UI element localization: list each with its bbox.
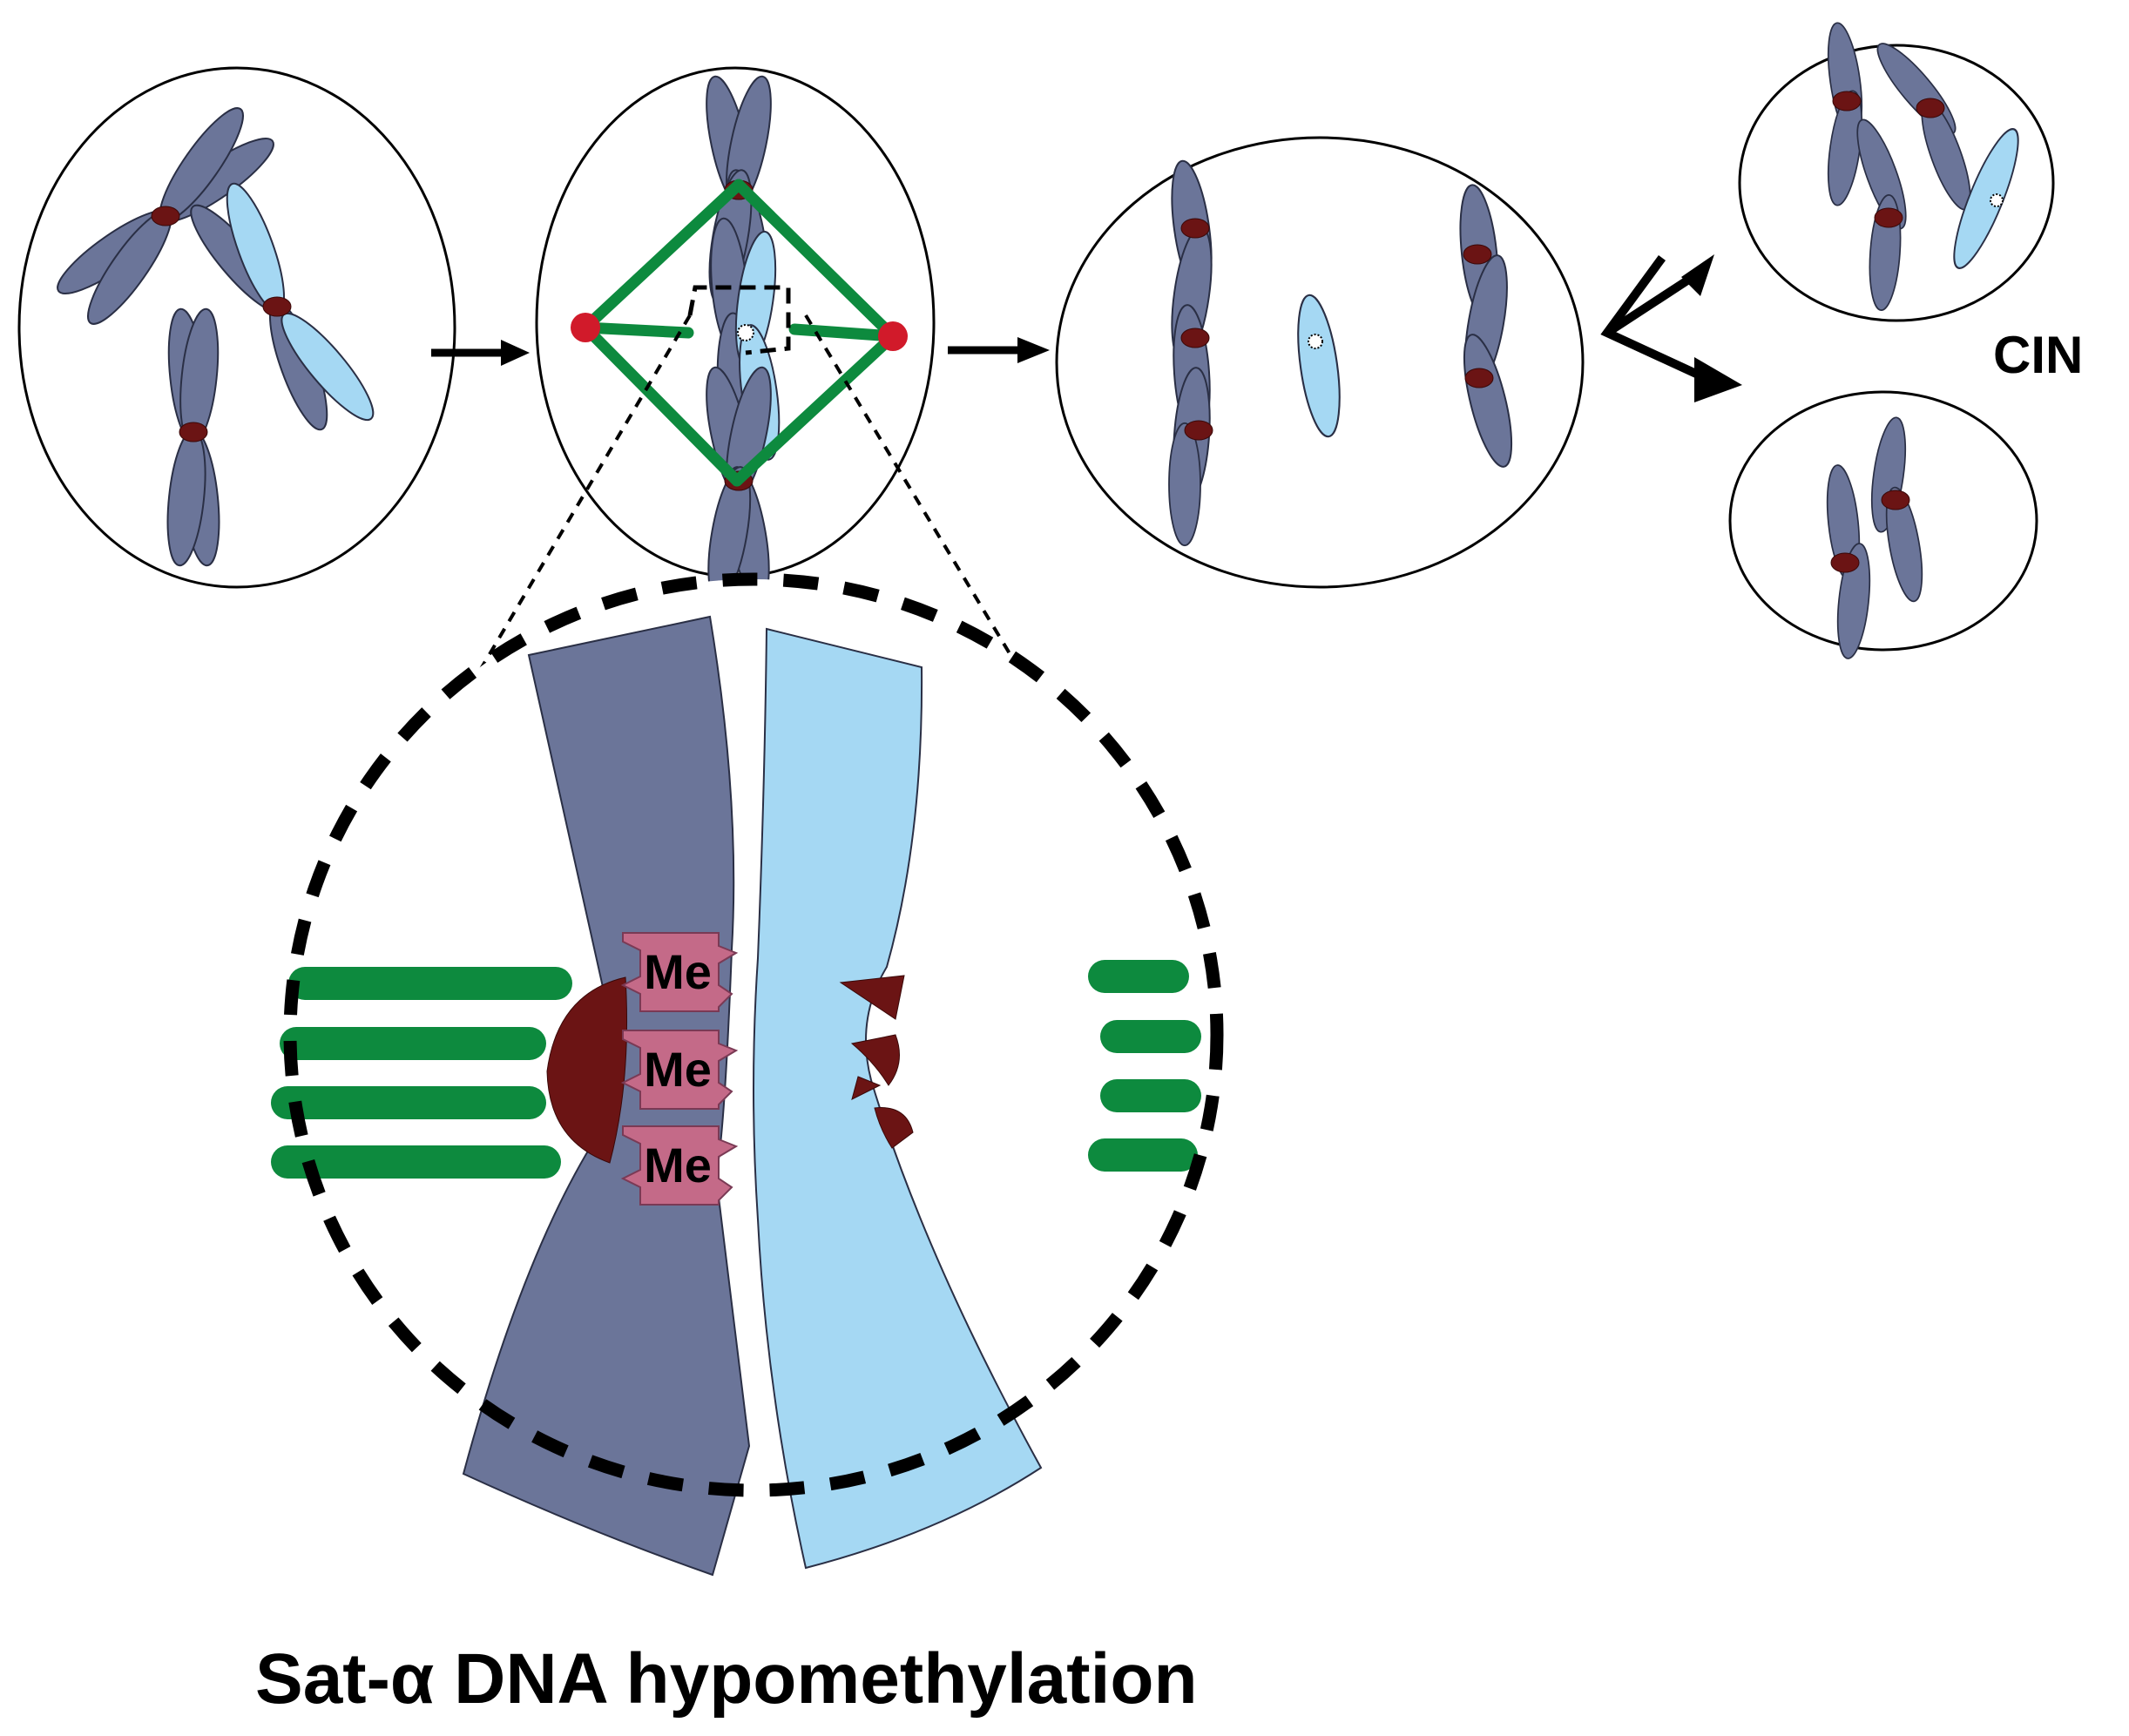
zoom-box: [687, 285, 791, 355]
methyl-mark: Me: [622, 1125, 737, 1206]
cell-1-membrane: [17, 66, 456, 589]
arrow-right: [948, 337, 1050, 363]
zoom-circle: [283, 572, 1224, 1497]
svg-text:Me: Me: [644, 944, 712, 999]
methyl-mark: Me: [622, 1030, 737, 1110]
methyl-mark: Me: [622, 932, 737, 1012]
mitotic-spindle: [579, 179, 899, 487]
cell-3: [1055, 136, 1585, 589]
spindle-pole: [571, 313, 600, 342]
kinetochore: [546, 976, 628, 1164]
svg-text:Me: Me: [644, 1042, 712, 1097]
cell-5: [1728, 390, 2038, 661]
cell-2: [535, 66, 936, 605]
svg-text:Me: Me: [644, 1138, 712, 1192]
microtubules-right: [1088, 960, 1201, 1172]
caption: Sat-α DNA hypomethylation: [255, 1639, 1198, 1719]
arrow-right: [431, 340, 530, 366]
cin-label: CIN: [1993, 326, 2083, 384]
cell-4: [1738, 20, 2055, 322]
cell-1: [17, 66, 456, 589]
lagging-chromatid: [1289, 291, 1348, 441]
branch-arrows: [1600, 254, 1742, 402]
fragmented-kinetochore: [839, 975, 914, 1149]
microtubules-left: [271, 967, 572, 1179]
zoomed-centromere: Me Me Me: [271, 572, 1224, 1577]
spindle-pole: [878, 321, 908, 351]
defective-centromere: [737, 324, 754, 341]
